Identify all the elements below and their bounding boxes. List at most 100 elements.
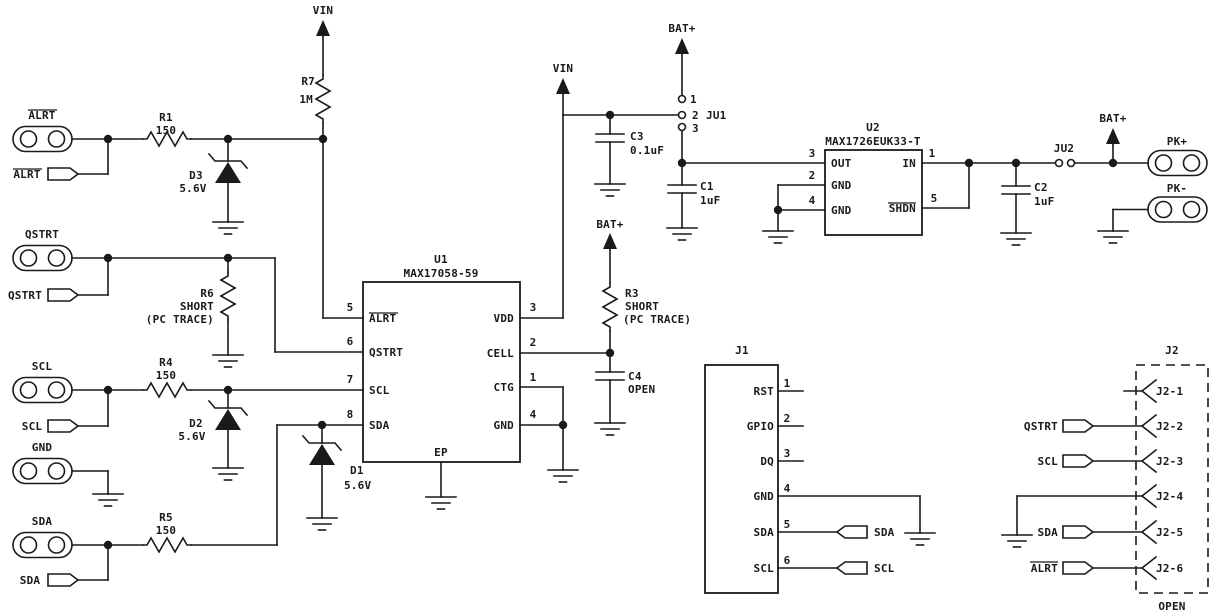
u2-part: MAX1726EUK33-T xyxy=(825,135,921,148)
u1-pin4-name: GND xyxy=(494,419,515,432)
c1-ref: C1 xyxy=(700,180,714,193)
r6-value: SHORT xyxy=(180,300,214,313)
ground-j2 xyxy=(1001,534,1033,548)
u1-pin5-num: 5 xyxy=(347,301,354,314)
ic-u2: U2 MAX1726EUK33-T 3 2 4 OUT GND GND 1 5 … xyxy=(809,121,937,236)
j1-pin5-name: SDA xyxy=(754,526,775,539)
ground-d2 xyxy=(212,467,244,481)
resistor-r1: R1 150 xyxy=(142,111,192,147)
pk-minus-label: PK- xyxy=(1167,182,1187,195)
pad-qstrt-label: QSTRT xyxy=(25,228,59,241)
j1-pin1-name: RST xyxy=(754,385,775,398)
power-bat-pk: BAT+ xyxy=(1099,112,1127,145)
capacitor-c1: C1 1uF xyxy=(667,180,720,207)
j1-pin3-num: 3 xyxy=(784,447,791,460)
power-bat-r3: BAT+ xyxy=(596,218,624,250)
u1-pin3-num: 3 xyxy=(530,301,537,314)
u1-pin3-name: VDD xyxy=(494,312,515,325)
r3-ref: R3 xyxy=(625,287,639,300)
vin-label: VIN xyxy=(553,62,573,75)
r7-ref: R7 xyxy=(301,75,315,88)
bat-label: BAT+ xyxy=(596,218,623,231)
resistor-r7: R7 1M xyxy=(299,74,331,124)
pad-pk-minus: PK- xyxy=(1147,182,1208,223)
ground-c4 xyxy=(594,422,626,436)
ic-u1: U1 MAX17058-59 5 6 7 8 ALRT QSTRT SCL SD… xyxy=(347,253,537,463)
u1-ref: U1 xyxy=(434,253,448,266)
u1-pin1-num: 1 xyxy=(530,371,537,384)
pad-scl-label: SCL xyxy=(32,360,53,373)
vin-label: VIN xyxy=(313,4,333,17)
ground-c1 xyxy=(666,227,698,241)
u1-pin7-num: 7 xyxy=(347,373,354,386)
c2-value: 1uF xyxy=(1034,195,1054,208)
flag-j2-scl xyxy=(1062,454,1094,468)
r5-ref: R5 xyxy=(159,511,173,524)
power-vin-r7: VIN xyxy=(313,4,333,37)
flag-j2-qstrt-label: QSTRT xyxy=(1024,420,1058,433)
flag-j2-sda-label: SDA xyxy=(1038,526,1059,539)
jumper-ju1: 1 2 JU1 3 xyxy=(677,93,727,135)
r6-ref: R6 xyxy=(200,287,214,300)
d2-ref: D2 xyxy=(189,417,203,430)
diode-d3: D3 5.6V xyxy=(179,153,248,195)
ground-c3 xyxy=(594,183,626,197)
j1-pin3-name: DQ xyxy=(760,455,774,468)
r3-value: SHORT xyxy=(625,300,659,313)
r7-value: 1M xyxy=(299,93,313,106)
flag-j2-qstrt xyxy=(1062,419,1094,433)
pad-scl: SCL xyxy=(12,360,73,404)
connector-j2: J2 OPEN J2-1 J2-2 J2-3 J2-4 J2-5 J2-6 QS… xyxy=(1024,344,1209,613)
j2-ref: J2 xyxy=(1165,344,1179,357)
j1-pin5-num: 5 xyxy=(784,518,791,531)
capacitor-c2: C2 1uF xyxy=(1001,181,1054,208)
d1-value: 5.6V xyxy=(344,479,371,492)
capacitor-c4: C4 OPEN xyxy=(595,370,655,396)
j1-pin4-name: GND xyxy=(754,490,775,503)
ground-ep xyxy=(425,496,457,510)
r3-note: (PC TRACE) xyxy=(623,313,691,326)
c2-ref: C2 xyxy=(1034,181,1048,194)
j2-pin3-name: J2-3 xyxy=(1156,455,1183,468)
u1-pin8-num: 8 xyxy=(347,408,354,421)
c4-value: OPEN xyxy=(628,383,655,396)
ju1-ref: JU1 xyxy=(706,109,727,122)
resistor-r6: R6 SHORT (PC TRACE) xyxy=(146,271,236,326)
flag-j1-sda-label: SDA xyxy=(874,526,895,539)
u2-pin1-name: IN xyxy=(902,157,916,170)
d2-value: 5.6V xyxy=(178,430,205,443)
pk-plus-label: PK+ xyxy=(1167,135,1188,148)
flag-alrt-label: ALRT xyxy=(13,168,40,181)
flag-j1-scl xyxy=(836,561,868,575)
u1-pin7-name: SCL xyxy=(369,384,390,397)
pad-pk-plus: PK+ xyxy=(1147,135,1208,177)
flag-qstrt: QSTRT xyxy=(8,288,79,302)
power-bat-ju1: BAT+ xyxy=(668,22,696,55)
u1-pin8-name: SDA xyxy=(369,419,390,432)
flag-j2-alrt-label: ALRT xyxy=(1031,562,1058,575)
flag-j2-sda xyxy=(1062,525,1094,539)
ground-u1-gnd xyxy=(547,469,579,483)
u2-pin2-num: 2 xyxy=(809,169,816,182)
r4-value: 150 xyxy=(156,369,176,382)
j2-note: OPEN xyxy=(1158,600,1185,613)
pad-alrt: ALRT xyxy=(12,109,73,153)
c3-ref: C3 xyxy=(630,130,644,143)
c1-value: 1uF xyxy=(700,194,720,207)
u2-pin4-num: 4 xyxy=(809,194,816,207)
j2-pin5-name: J2-5 xyxy=(1156,526,1183,539)
flag-j1-sda xyxy=(836,525,868,539)
u2-pin3-name: OUT xyxy=(831,157,852,170)
jumper-ju2: JU2 xyxy=(1054,142,1076,168)
u1-ep-label: EP xyxy=(434,446,448,459)
u2-ref: U2 xyxy=(866,121,880,134)
j2-pin1-name: J2-1 xyxy=(1156,385,1183,398)
j1-ref: J1 xyxy=(735,344,749,357)
bat-label: BAT+ xyxy=(668,22,695,35)
u1-pin1-name: CTG xyxy=(494,381,515,394)
junction-dots xyxy=(103,110,1118,550)
resistor-r5: R5 150 xyxy=(142,511,192,553)
u2-pin2-name: GND xyxy=(831,179,852,192)
flag-sda: SDA xyxy=(20,573,79,587)
r6-note: (PC TRACE) xyxy=(146,313,214,326)
